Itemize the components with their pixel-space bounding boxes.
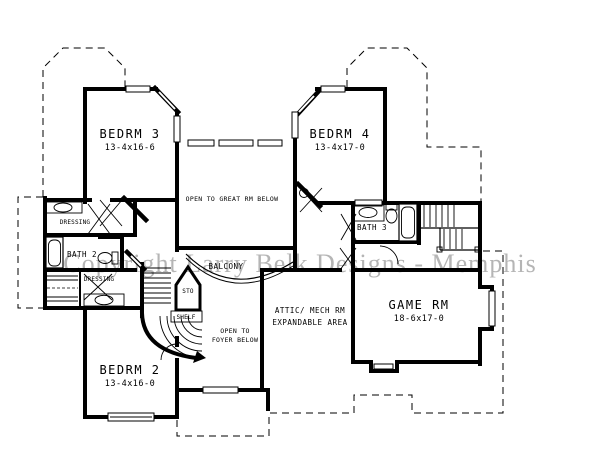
dressing-lower-label: DRESSING [84, 276, 115, 283]
closet-shelves [47, 275, 78, 302]
curved-stair-wall [139, 310, 199, 361]
toilet-icon [385, 203, 398, 211]
shelf-outline [170, 310, 203, 323]
storage-label: STO [182, 288, 194, 295]
bedrm3-dims: 13-4x16-6 [105, 143, 156, 153]
bedrm2-dims: 13-4x16-0 [105, 379, 156, 389]
bedrm2-label: BEDRM 2 [99, 363, 160, 377]
stair-newel [474, 246, 481, 253]
shower-icon [299, 188, 309, 198]
stair-newel [436, 246, 443, 253]
balcony-label: BALCONY [208, 262, 243, 271]
bath3-label: BATH 3 [357, 223, 387, 232]
balcony-rail [185, 253, 294, 284]
labels: BEDRM 3 13-4x16-6 BEDRM 4 13-4x17-0 BEDR… [60, 127, 449, 389]
vanity-icon [45, 201, 83, 214]
vanity-icon [83, 293, 125, 307]
stair-direction-arrow [193, 351, 206, 363]
open-foyer-note-line2: FOYER BELOW [212, 336, 258, 344]
game-rm-label: GAME RM [388, 298, 449, 312]
fixtures [45, 188, 418, 307]
spiral-stairs [143, 267, 203, 359]
dressing-upper-label: DRESSING [60, 219, 91, 226]
vanity-icon [353, 204, 385, 222]
angled-window-glass [130, 91, 315, 267]
main-stairs [419, 205, 481, 253]
door-swings [83, 187, 399, 361]
sink-icon [358, 207, 378, 218]
attic-note-line1: ATTIC/ MECH RM [275, 306, 345, 315]
bedrm4-dims: 13-4x17-0 [315, 143, 366, 153]
bedrm4-label: BEDRM 4 [309, 127, 370, 141]
storage-closet-walls [174, 264, 202, 312]
attic-note-line2: EXPANDABLE AREA [272, 318, 347, 327]
open-foyer-note-line1: OPEN TO [220, 327, 250, 335]
bathtub-icon [45, 236, 64, 269]
shelf-label: SHELF [176, 314, 195, 321]
bathtub-icon [398, 203, 418, 242]
sink-icon [53, 202, 73, 213]
bedrm3-label: BEDRM 3 [99, 127, 160, 141]
open-great-note: OPEN TO GREAT RM BELOW [186, 195, 279, 203]
bath2-label: BATH 2 [67, 250, 97, 259]
sink-icon [94, 294, 114, 306]
angled-walls [120, 84, 324, 273]
roof-outline-dashed [17, 47, 504, 437]
windows [107, 85, 496, 422]
watermark: Copyright Larry Belk Designs - Memphis [63, 249, 536, 278]
game-rm-dims: 18-6x17-0 [394, 314, 445, 324]
